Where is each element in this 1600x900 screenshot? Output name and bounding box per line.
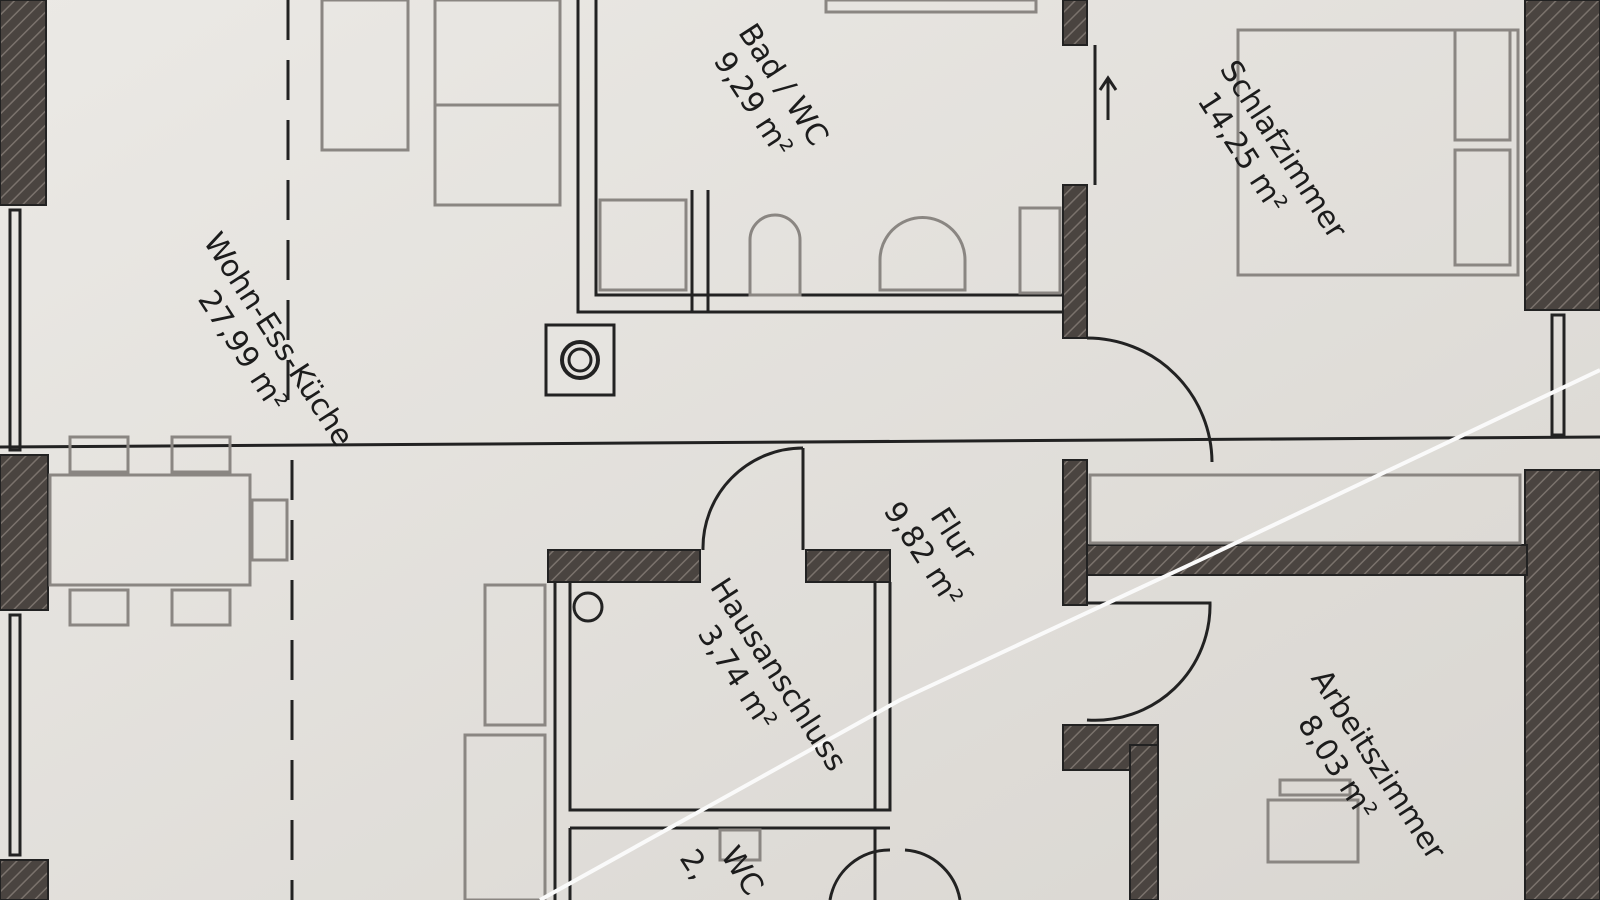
dashed-line [286, 0, 294, 900]
shaft [544, 323, 616, 623]
furniture [48, 0, 1522, 900]
paper-crease [539, 368, 1600, 900]
